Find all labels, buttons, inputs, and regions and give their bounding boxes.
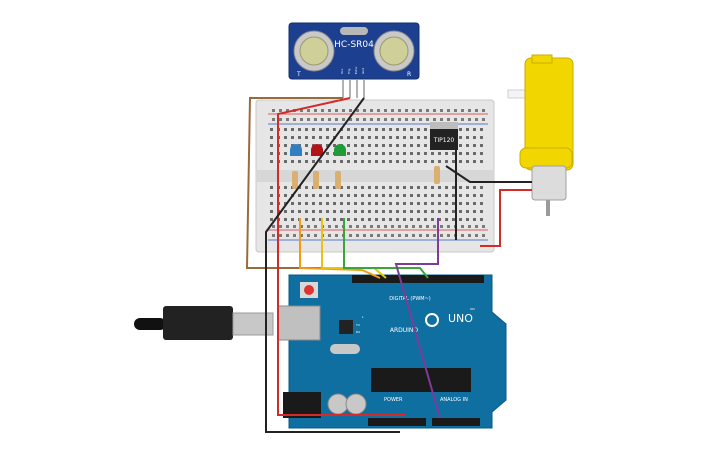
led-green xyxy=(334,144,346,156)
wires xyxy=(245,97,532,433)
led-blue xyxy=(290,144,302,156)
breadboard-holes xyxy=(270,109,485,237)
arduino-model-label: UNO xyxy=(448,312,473,325)
transistor-label: TIP120 xyxy=(433,137,455,144)
sensor-pin-vcc: Vcc xyxy=(340,68,344,74)
arduino-brand-label: ARDUINO xyxy=(390,327,419,334)
sensor-pin-echo: Echo xyxy=(354,67,358,74)
tx-led-label: TX xyxy=(355,323,360,327)
l-led-label: L xyxy=(362,315,364,319)
sensor-side-r: R xyxy=(407,71,411,78)
led-red xyxy=(311,144,323,156)
sensor-model-label: HC-SR04 xyxy=(334,40,374,50)
arduino-uno-board: DIGITAL (PWM~) ARDUINO UNO POWER ANALOG … xyxy=(277,274,507,429)
breadboard xyxy=(255,99,495,253)
digital-pwm-label: DIGITAL (PWM~) xyxy=(389,296,431,302)
on-led-label: ON xyxy=(470,307,475,311)
resistors xyxy=(292,166,440,189)
ultrasonic-sensor: HC-SR04 T R Vcc Trig Echo Gnd xyxy=(288,22,420,98)
analog-in-label: ANALOG IN xyxy=(440,397,468,403)
sensor-pin-trig: Trig xyxy=(347,69,351,75)
power-label: POWER xyxy=(384,397,403,403)
sensor-pin-gnd: Gnd xyxy=(361,68,365,74)
rx-led-label: RX xyxy=(356,330,360,334)
usb-cable xyxy=(134,306,274,340)
tip120-transistor: TIP120 xyxy=(430,122,458,150)
dc-gear-motor xyxy=(507,54,574,216)
sensor-side-t: T xyxy=(296,71,301,78)
